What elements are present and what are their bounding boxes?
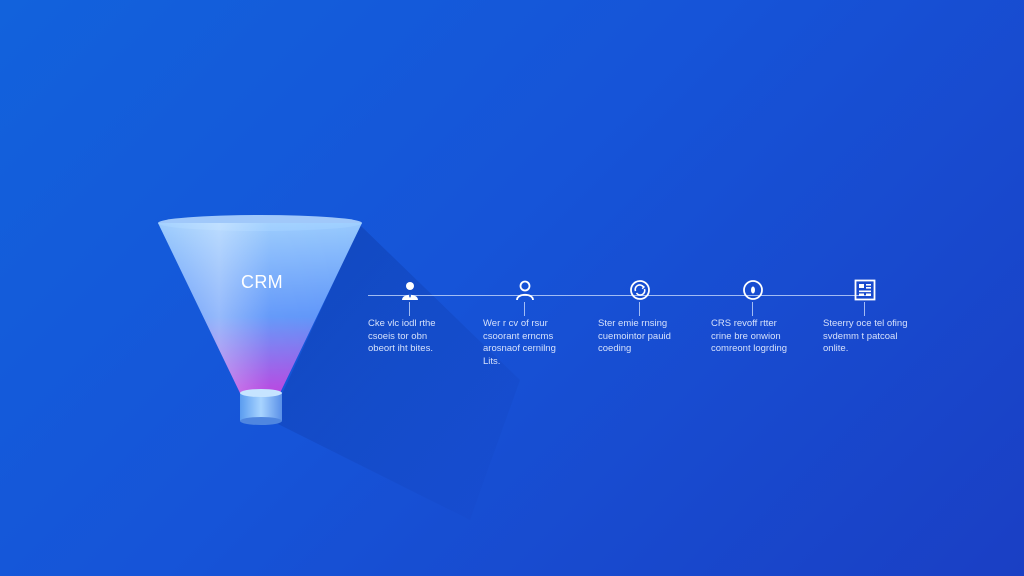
funnel-label: CRM bbox=[241, 272, 283, 292]
target-icon bbox=[741, 278, 765, 302]
user-icon bbox=[513, 278, 537, 302]
person-icon bbox=[398, 278, 422, 302]
step-description: Cke vlc iodl rthe csoeis tor obn obeort … bbox=[368, 318, 436, 354]
step-stem bbox=[524, 302, 525, 316]
step-stem bbox=[639, 302, 640, 316]
step-stem bbox=[409, 302, 410, 316]
step-description: Steerry oce tel ofing svdemm t patcoal o… bbox=[823, 318, 908, 354]
step-stem bbox=[752, 302, 753, 316]
dashboard-icon bbox=[853, 278, 877, 302]
step-description: CRS revoff rtter crine bre onwion comreo… bbox=[711, 318, 788, 354]
step-description: Wer r cv of rsur csoorant erncms arosnao… bbox=[483, 318, 556, 367]
crm-funnel bbox=[158, 215, 362, 425]
step-description: Ster emie rnsing cuemointor pauid coedin… bbox=[598, 318, 671, 354]
refresh-icon bbox=[628, 278, 652, 302]
step-stem bbox=[864, 302, 865, 316]
timeline-line bbox=[368, 295, 868, 296]
